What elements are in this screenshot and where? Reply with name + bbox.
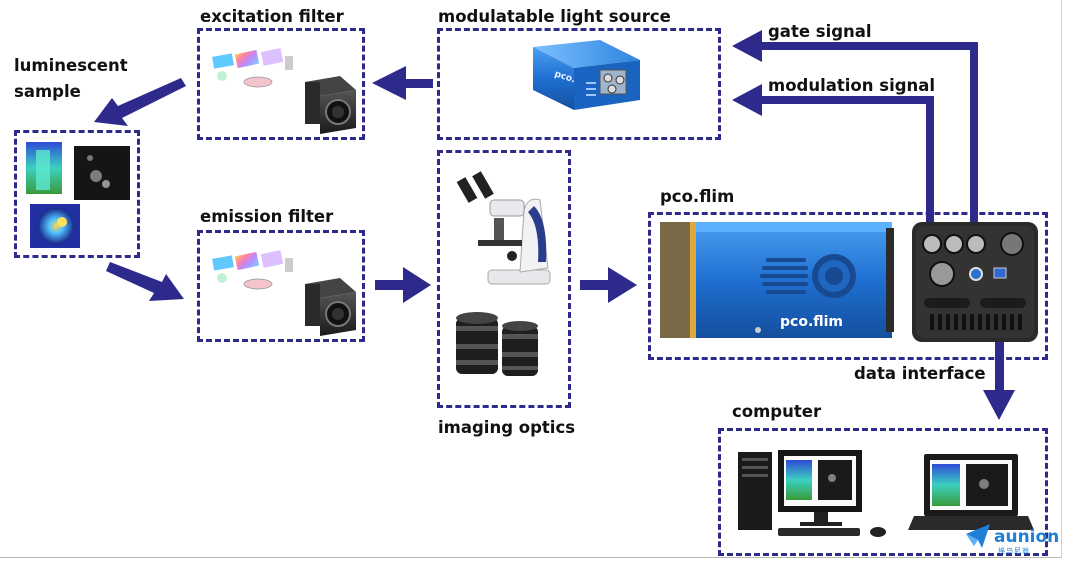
arrow-head-emission-to-optics bbox=[403, 267, 431, 303]
pco-flim-label: pco.flim bbox=[660, 187, 735, 206]
logo-subtitle: 埃乌尼翁 bbox=[998, 547, 1030, 555]
luminescent-sample-label-line2: sample bbox=[14, 82, 81, 101]
luminescent-sample-label-line1: luminescent bbox=[14, 56, 128, 75]
computer-label: computer bbox=[732, 402, 822, 421]
arrows bbox=[94, 30, 1015, 420]
modulation-signal-line-vertical bbox=[926, 96, 934, 232]
camera-lens-icon bbox=[456, 312, 538, 376]
microscope-icon bbox=[456, 171, 551, 285]
emission-filter-label: emission filter bbox=[200, 207, 334, 226]
arrow-shaft-emission-to-optics bbox=[375, 280, 405, 290]
desktop-computer-icon bbox=[738, 450, 886, 537]
imaging-optics-label: imaging optics bbox=[438, 418, 576, 437]
gate-signal-line-vertical bbox=[970, 42, 978, 232]
data-interface-arrow-down bbox=[983, 390, 1015, 420]
light-source-label: modulatable light source bbox=[438, 7, 671, 26]
camera-back-panel-icon bbox=[912, 222, 1038, 342]
page-bottom-rule bbox=[0, 557, 1062, 558]
modulation-signal-arrow-head bbox=[732, 84, 762, 116]
luminescent-sample-images bbox=[26, 142, 130, 248]
arrow-head-optics-to-camera bbox=[608, 267, 637, 303]
page-right-rule bbox=[1061, 0, 1062, 558]
laptop-icon bbox=[908, 454, 1034, 530]
modulation-signal-line-horizontal bbox=[758, 96, 934, 104]
camera-brand-text: pco.flim bbox=[780, 314, 843, 330]
light-source-device-icon: pco. bbox=[533, 40, 640, 110]
aunion-logo-icon bbox=[966, 524, 990, 548]
gate-signal-label: gate signal bbox=[768, 22, 872, 41]
camera-vent-slots bbox=[760, 258, 808, 294]
excitation-filter-label: excitation filter bbox=[200, 7, 344, 26]
gate-signal-arrow-head bbox=[732, 30, 762, 62]
modulation-signal-label: modulation signal bbox=[768, 76, 936, 95]
pco-flim-camera-icon: pco.flim bbox=[660, 222, 894, 338]
arrow-head-light-to-excitation bbox=[372, 66, 406, 100]
arrow-shaft-light-to-excitation bbox=[405, 79, 433, 88]
data-interface-label: data interface bbox=[854, 364, 986, 383]
emission-filter-cube-icon bbox=[212, 250, 356, 336]
arrow-shaft-optics-to-camera bbox=[580, 280, 610, 290]
arrow-excitation-to-sample bbox=[94, 78, 186, 126]
gate-signal-line-horizontal bbox=[758, 42, 978, 50]
data-interface-line bbox=[995, 296, 1004, 392]
arrow-sample-to-emission bbox=[106, 262, 184, 301]
excitation-filter-cube-icon bbox=[212, 48, 356, 134]
logo-name: aunion bbox=[994, 527, 1060, 547]
